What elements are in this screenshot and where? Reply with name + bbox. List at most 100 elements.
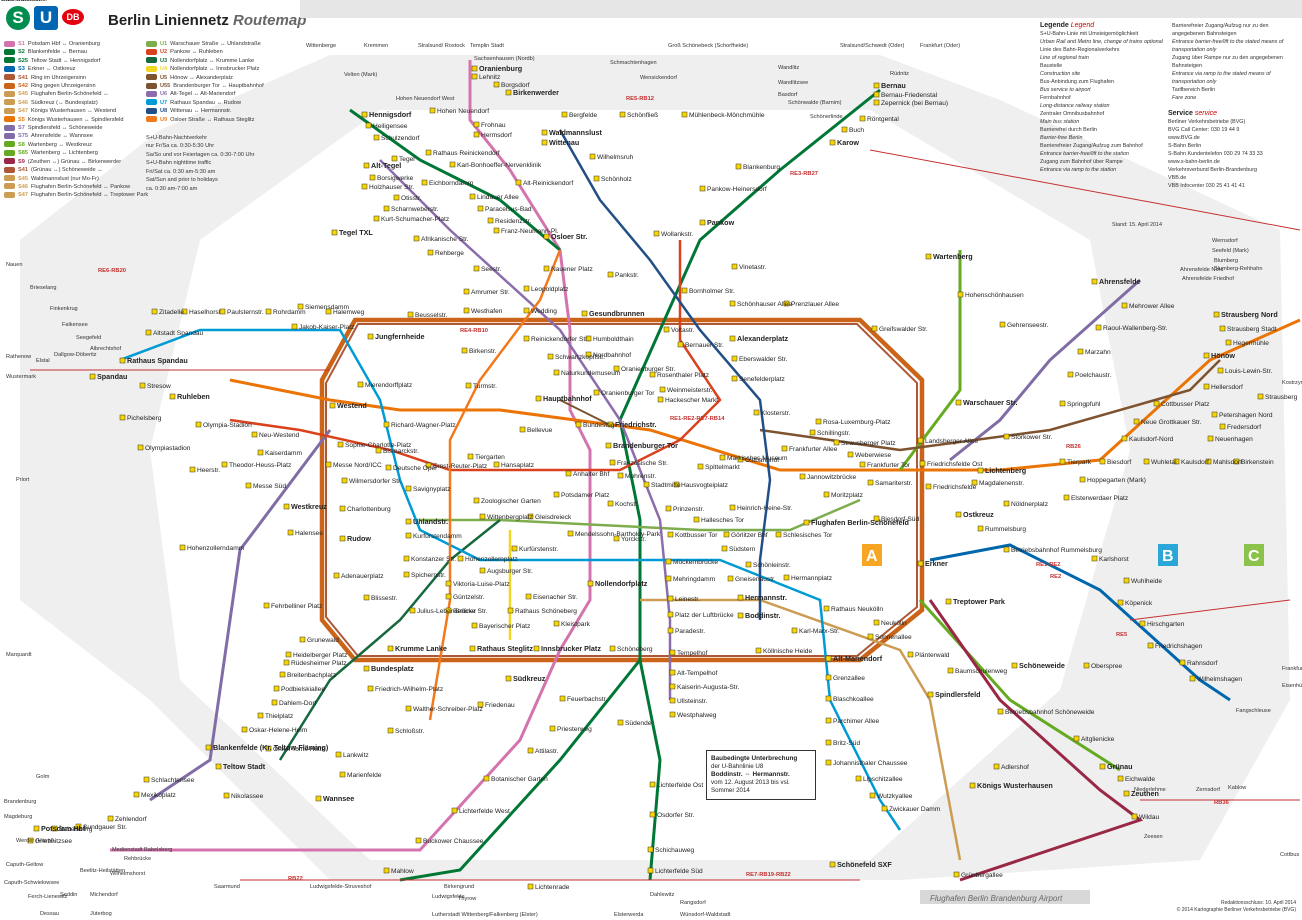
station-marker[interactable] (339, 505, 346, 512)
station-marker[interactable] (511, 545, 518, 552)
station-marker[interactable] (925, 483, 932, 490)
station-label[interactable]: Zepernick (bei Bernau) (881, 100, 948, 107)
station-label[interactable]: Potsdamer Platz (561, 492, 609, 499)
station-marker[interactable] (527, 513, 534, 520)
station-label[interactable]: Schulzendorf (381, 135, 420, 142)
station-marker[interactable] (955, 399, 962, 406)
station-marker[interactable] (169, 393, 176, 400)
station-marker[interactable] (473, 131, 480, 138)
station-marker[interactable] (387, 727, 394, 734)
station-label[interactable]: Ernst-Reuter-Platz (433, 463, 487, 470)
station-label[interactable]: Hohenzollernplatz (465, 556, 518, 563)
station-label[interactable]: Samariterstr. (875, 480, 913, 487)
station-marker[interactable] (1077, 348, 1084, 355)
station-label[interactable]: Jungfernheide (375, 332, 425, 341)
station-marker[interactable] (917, 560, 924, 567)
station-label[interactable]: Savignyplatz (413, 486, 450, 493)
station-marker[interactable] (1203, 352, 1210, 359)
station-marker[interactable] (1257, 393, 1264, 400)
station-label[interactable]: Nollendorfplatz (595, 579, 648, 588)
station-marker[interactable] (669, 669, 676, 676)
station-marker[interactable] (543, 233, 550, 240)
station-marker[interactable] (663, 326, 670, 333)
station-marker[interactable] (543, 265, 550, 272)
station-label[interactable]: Mendelssohn-Bartholdy-Park (575, 531, 661, 538)
station-label[interactable]: Bernau-Friedenstal (881, 92, 938, 99)
station-label[interactable]: Schönfließ (627, 112, 658, 119)
station-marker[interactable] (363, 594, 370, 601)
station-marker[interactable] (825, 759, 832, 766)
station-marker[interactable] (829, 139, 836, 146)
station-label[interactable]: Anhalter Bhf (573, 471, 609, 478)
station-label[interactable]: Birkenstr. (469, 348, 497, 355)
station-marker[interactable] (907, 651, 914, 658)
station-label[interactable]: Bornholmer Str. (689, 288, 735, 295)
station-label[interactable]: Waldmannslust (549, 128, 602, 137)
station-marker[interactable] (465, 382, 472, 389)
station-label[interactable]: Amrumer Str. (471, 289, 510, 296)
station-marker[interactable] (587, 580, 594, 587)
station-label[interactable]: Kurt-Schumacher-Platz (381, 216, 449, 223)
station-marker[interactable] (593, 175, 600, 182)
station-marker[interactable] (1091, 278, 1098, 285)
station-marker[interactable] (257, 449, 264, 456)
station-label[interactable]: Lichtenberg (985, 466, 1026, 475)
station-marker[interactable] (873, 82, 880, 89)
station-label[interactable]: Humboldthain (593, 336, 634, 343)
station-marker[interactable] (143, 776, 150, 783)
station-marker[interactable] (375, 447, 382, 454)
station-marker[interactable] (871, 325, 878, 332)
station-label[interactable]: Naturkundemuseum (561, 370, 621, 377)
station-label[interactable]: Wedding (531, 308, 557, 315)
station-label[interactable]: Osdorfer Str. (657, 812, 695, 819)
station-label[interactable]: Lichtenrade (535, 884, 570, 891)
station-label[interactable]: Gesundbrunnen (589, 309, 645, 318)
station-label[interactable]: Feuerbachstr. (567, 696, 607, 703)
station-marker[interactable] (649, 811, 656, 818)
station-label[interactable]: Boddinstr. (745, 611, 781, 620)
station-label[interactable]: Alexanderplatz (737, 334, 789, 343)
station-marker[interactable] (667, 627, 674, 634)
station-marker[interactable] (325, 461, 332, 468)
station-label[interactable]: Jakob-Kaiser-Platz (299, 324, 354, 331)
station-label[interactable]: Seestr. (481, 266, 502, 273)
station-label[interactable]: Oranienburg (479, 64, 522, 73)
station-marker[interactable] (697, 463, 704, 470)
station-label[interactable]: Altglienicke (1081, 736, 1115, 743)
station-label[interactable]: Osloer Str. (551, 232, 587, 241)
station-marker[interactable] (139, 382, 146, 389)
station-label[interactable]: Ostkreuz (963, 510, 994, 519)
station-label[interactable]: Köllnische Heide (763, 648, 812, 655)
station-label[interactable]: Französische Str. (617, 460, 668, 467)
station-label[interactable]: Platz der Luftbrücke (675, 612, 734, 619)
station-label[interactable]: Betriebsbahnhof Rummelsburg (1011, 547, 1102, 554)
station-label[interactable]: Alt-Reinickendorf (523, 180, 573, 187)
station-marker[interactable] (219, 308, 226, 315)
station-marker[interactable] (1123, 577, 1130, 584)
station-label[interactable]: Friedrich-Wilhelm-Platz (375, 686, 443, 693)
station-marker[interactable] (681, 111, 688, 118)
station-label[interactable]: Fehrbelliner Platz (271, 603, 322, 610)
station-label[interactable]: Paradestr. (675, 628, 705, 635)
station-marker[interactable] (189, 466, 196, 473)
station-label[interactable]: Oskar-Helene-Heim (249, 727, 308, 734)
station-label[interactable]: Hauptbahnhof (543, 394, 592, 403)
station-label[interactable]: Scharnweberstr. (391, 206, 439, 213)
station-marker[interactable] (205, 744, 212, 751)
station-label[interactable]: Senefelderplatz (739, 376, 785, 383)
station-marker[interactable] (657, 396, 664, 403)
station-label[interactable]: Tiergarten (475, 454, 505, 461)
station-marker[interactable] (425, 149, 432, 156)
station-marker[interactable] (365, 122, 372, 129)
station-label[interactable]: Wannsee (323, 794, 354, 803)
station-marker[interactable] (1203, 383, 1210, 390)
station-label[interactable]: Flughafen Berlin-Schönefeld (811, 518, 909, 527)
station-marker[interactable] (783, 300, 790, 307)
station-label[interactable]: Nöldnerplatz (1011, 501, 1048, 508)
station-label[interactable]: Oranienburger Tor (601, 390, 655, 397)
station-label[interactable]: Halemweg (333, 309, 364, 316)
station-marker[interactable] (873, 515, 880, 522)
station-label[interactable]: Mehrower Allee (1129, 303, 1175, 310)
station-label[interactable]: Hermannplatz (791, 575, 832, 582)
station-marker[interactable] (487, 217, 494, 224)
